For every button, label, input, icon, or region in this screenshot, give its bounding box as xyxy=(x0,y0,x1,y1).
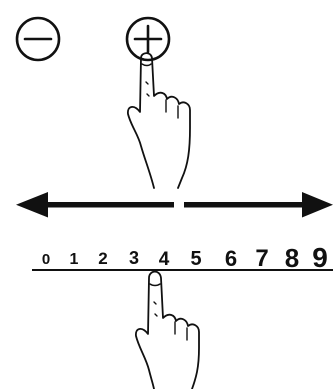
minus-button[interactable] xyxy=(17,18,59,60)
scale-digit-4[interactable]: 4 xyxy=(159,249,170,270)
scale-digit-6[interactable]: 6 xyxy=(225,246,237,271)
scale-digit-9[interactable]: 9 xyxy=(312,242,328,273)
hand-pointer-icon xyxy=(136,272,199,389)
scale-digit-5[interactable]: 5 xyxy=(190,248,201,270)
hand-pointer-icon xyxy=(128,53,190,188)
scale-digits: 0 1 2 3 4 5 6 7 8 9 xyxy=(42,242,328,273)
arrow-right-icon xyxy=(184,192,333,218)
arrow-left-icon xyxy=(16,192,174,218)
scale-digit-3[interactable]: 3 xyxy=(129,248,139,268)
scale-digit-1[interactable]: 1 xyxy=(70,251,79,268)
scale-digit-7[interactable]: 7 xyxy=(255,245,268,272)
scale-digit-2[interactable]: 2 xyxy=(98,249,107,268)
scale-digit-8[interactable]: 8 xyxy=(285,243,299,273)
scale-digit-0[interactable]: 0 xyxy=(42,251,50,268)
